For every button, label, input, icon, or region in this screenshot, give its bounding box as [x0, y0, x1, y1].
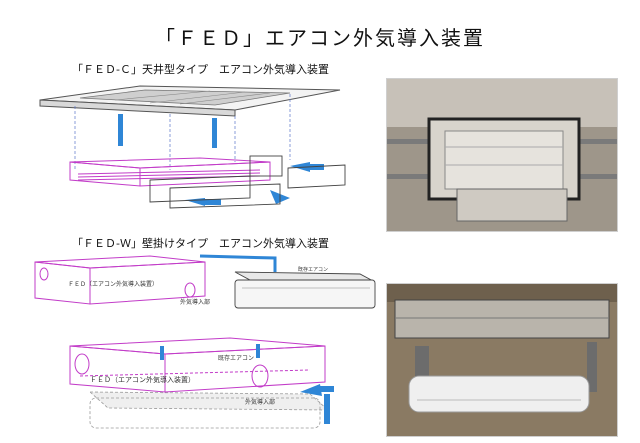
fed-label-top: ＦＥＤ（エアコン外気導入装置） [68, 280, 158, 288]
wall-type-diagram-top: ＦＥＤ（エアコン外気導入装置） 外気導入部 既存エアコン [34, 254, 376, 309]
ceiling-unit-photo [386, 78, 618, 232]
section-heading-ceiling: 「ＦＥＤ-Ｃ」天井型タイプ エアコン外気導入装置 [72, 63, 329, 76]
existing-aircon-top [234, 271, 376, 309]
blue-connector [199, 254, 277, 272]
intake-label-top: 外気導入部 [180, 298, 210, 306]
fed-label-bottom: ＦＥＤ（エアコン外気導入装置） [90, 375, 195, 384]
fed-ceiling-unit [69, 157, 271, 187]
ceiling-cassette-panel [39, 85, 341, 117]
wall-type-diagram-bottom: 既存エアコン ＦＥＤ（エアコン外気導入装置） 外気導入部 [69, 337, 334, 429]
fed-wall-unit-bottom [69, 337, 326, 393]
airflow-arrows-bottom [160, 344, 334, 424]
fed-wall-unit-top [34, 255, 206, 305]
duct-boxes [149, 155, 346, 209]
intake-label-bottom: 外気導入部 [245, 398, 275, 406]
existing-aircon-bottom [88, 391, 330, 429]
guide-lines [74, 94, 291, 170]
aircon-label-bottom: 既存エアコン [218, 354, 254, 362]
aircon-label-top: 既存エアコン [298, 266, 328, 273]
page-title: 「ＦＥＤ」エアコン外気導入装置 [155, 26, 485, 50]
section-heading-wall: 「ＦＥＤ-Ｗ」壁掛けタイプ エアコン外気導入装置 [72, 237, 329, 250]
wall-unit-photo [386, 283, 618, 437]
ceiling-type-diagram [39, 85, 346, 209]
